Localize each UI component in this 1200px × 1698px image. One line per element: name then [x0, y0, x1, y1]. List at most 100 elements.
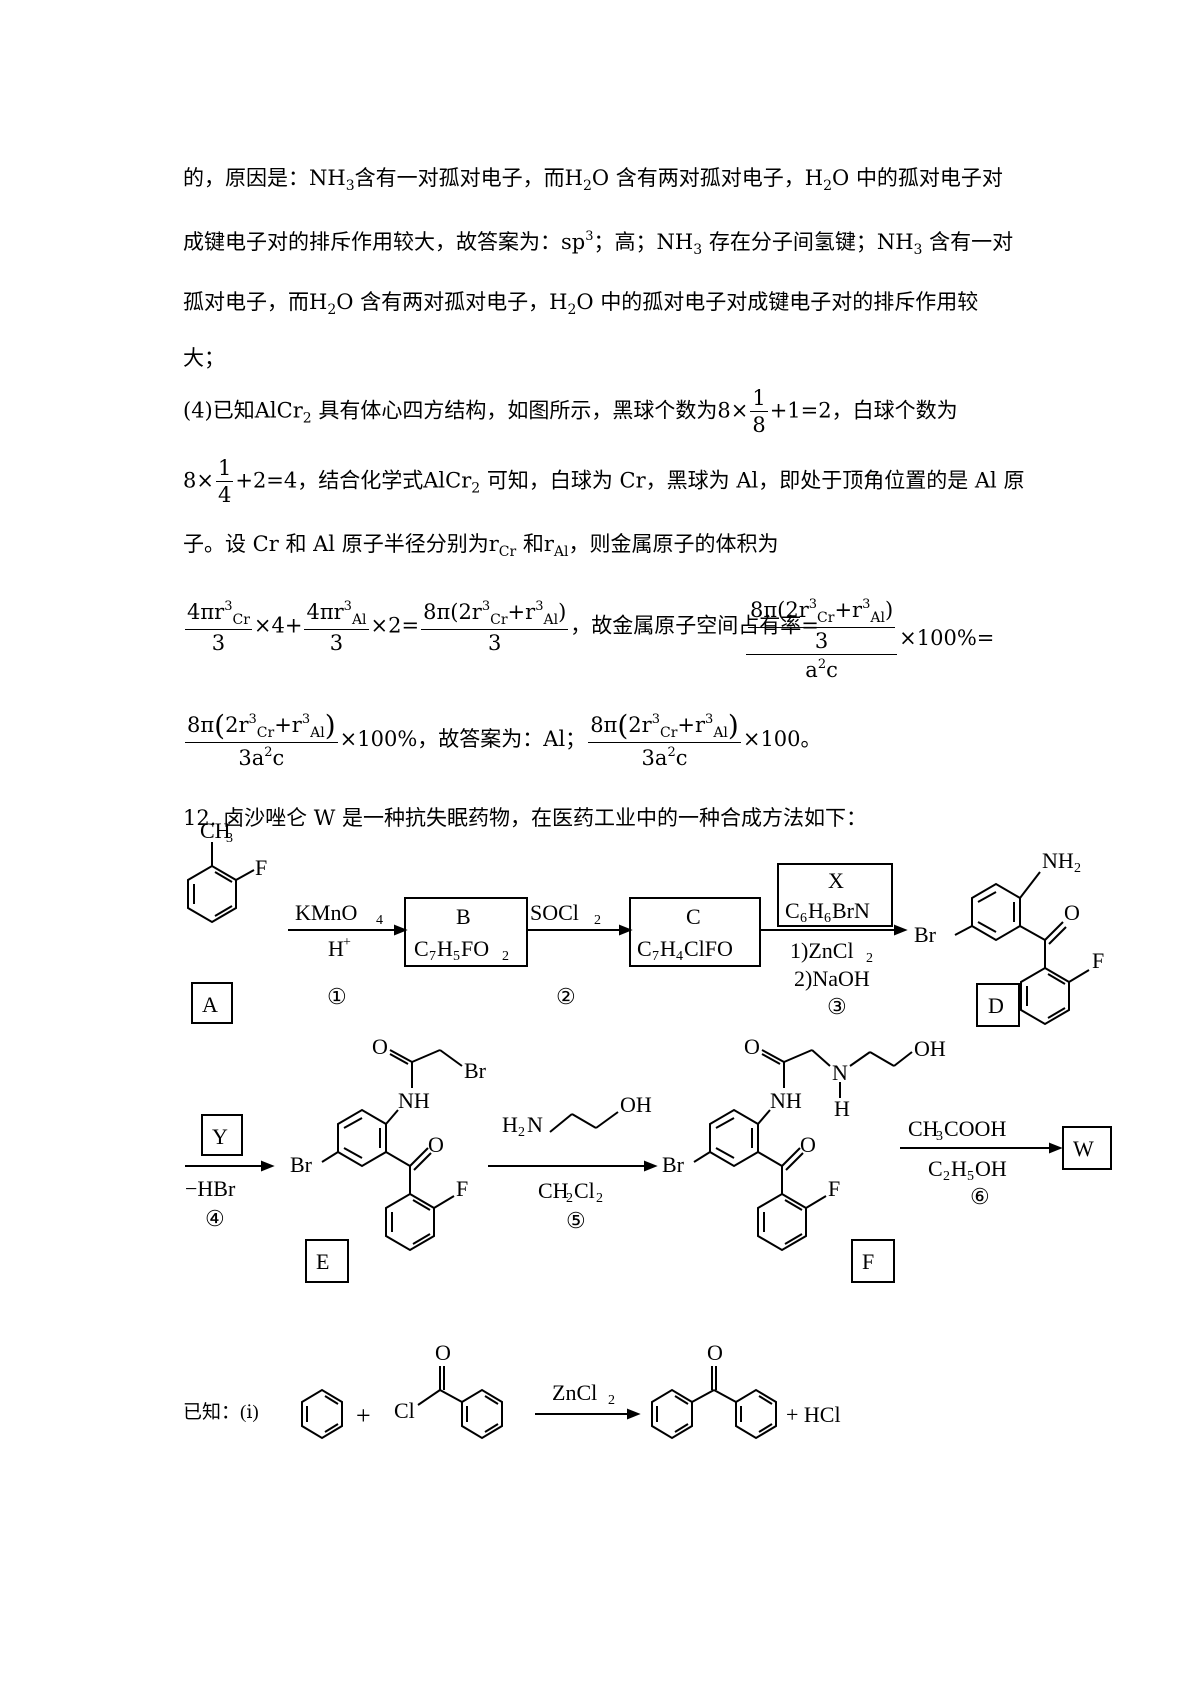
formula-answer: 8π(2r3Cr+r3Al)3a2c×100%，故答案为：Al；8π(2r3Cr… — [185, 709, 822, 770]
compound-d-structure — [954, 871, 1090, 1026]
svg-text:H: H — [502, 1112, 518, 1137]
svg-text:CH: CH — [200, 818, 231, 843]
svg-text:O: O — [372, 1034, 388, 1059]
svg-text:2: 2 — [566, 1191, 573, 1206]
question-12: 12. 卤沙唑仑 W 是一种抗失眠药物，在医药工业中的一种合成方法如下： — [183, 806, 868, 830]
svg-text:NH: NH — [398, 1088, 430, 1113]
svg-text:−HBr: −HBr — [185, 1176, 236, 1201]
svg-text:O: O — [428, 1132, 444, 1157]
box-c — [629, 897, 761, 967]
svg-text:F: F — [1092, 948, 1104, 973]
svg-text:O: O — [800, 1132, 816, 1157]
svg-text:F: F — [255, 855, 267, 880]
svg-text:2: 2 — [518, 1125, 525, 1140]
svg-text:3: 3 — [226, 831, 233, 846]
svg-text:Cl: Cl — [574, 1178, 595, 1203]
svg-text:⑥: ⑥ — [970, 1184, 990, 1209]
svg-text:1)ZnCl: 1)ZnCl — [790, 938, 854, 963]
svg-text:C: C — [414, 936, 429, 961]
svg-text:④: ④ — [205, 1206, 225, 1231]
svg-text:B: B — [456, 904, 471, 929]
svg-text:3: 3 — [936, 1129, 943, 1144]
svg-text:CH: CH — [908, 1116, 939, 1141]
svg-text:SOCl: SOCl — [530, 900, 579, 925]
text-line-4: 大； — [183, 346, 225, 370]
compound-f-structure — [693, 1049, 913, 1252]
svg-text:2: 2 — [866, 951, 873, 966]
svg-text:Cl: Cl — [394, 1398, 415, 1423]
text-line-7: 子。设 Cr 和 Al 原子半径分别为rCr 和rAl，则金属原子的体积为 — [183, 532, 779, 560]
svg-text:①: ① — [327, 984, 347, 1009]
svg-text:F: F — [828, 1176, 840, 1201]
svg-text:2: 2 — [1074, 861, 1081, 876]
svg-text:已知：(ⅰ): 已知：(ⅰ) — [183, 1401, 259, 1423]
compound-a-structure — [187, 842, 255, 924]
svg-text:2: 2 — [594, 913, 601, 928]
svg-text:+ HCl: + HCl — [786, 1402, 841, 1427]
svg-text:Br: Br — [290, 1152, 313, 1177]
svg-text:Y: Y — [212, 1124, 228, 1149]
known-benzoyl-chloride — [417, 1366, 503, 1440]
svg-text:H: H — [808, 898, 824, 923]
box-w — [1062, 1126, 1112, 1170]
svg-text:⑤: ⑤ — [566, 1208, 586, 1233]
svg-text:N: N — [527, 1112, 543, 1137]
svg-text:2: 2 — [943, 1169, 950, 1184]
box-b — [404, 897, 528, 967]
svg-text:OH: OH — [975, 1156, 1007, 1181]
label-box-e — [305, 1239, 349, 1283]
text-line-1: 的，原因是：NH3含有一对孤对电子，而H2O 含有两对孤对电子，H2O 中的孤对… — [183, 166, 1003, 194]
svg-text:6: 6 — [824, 911, 831, 926]
svg-text:4: 4 — [376, 913, 383, 928]
svg-text:NH: NH — [1042, 848, 1074, 873]
svg-text:C: C — [637, 936, 652, 961]
svg-text:H: H — [834, 1096, 850, 1121]
svg-text:CH: CH — [538, 1178, 569, 1203]
svg-text:ClFO: ClFO — [684, 936, 733, 961]
svg-text:X: X — [828, 868, 844, 893]
label-box-a — [191, 982, 233, 1024]
svg-text:2: 2 — [608, 1393, 615, 1408]
svg-text:O: O — [707, 1340, 723, 1365]
label-w: W — [1073, 1136, 1094, 1161]
svg-text:5: 5 — [967, 1169, 974, 1184]
svg-text:KMnO: KMnO — [295, 900, 357, 925]
svg-text:H: H — [328, 936, 344, 961]
text-line-2: 成键电子对的排斥作用较大，故答案为：sp3；高；NH3 存在分子间氢键；NH3 … — [183, 229, 1014, 258]
svg-text:Br: Br — [662, 1152, 685, 1177]
svg-text:+: + — [356, 1401, 371, 1430]
svg-text:O: O — [744, 1034, 760, 1059]
text-line-3: 孤对电子，而H2O 含有两对孤对电子，H2O 中的孤对电子对成键电子对的排斥作用… — [183, 290, 979, 318]
svg-text:4: 4 — [676, 949, 683, 964]
svg-text:COOH: COOH — [944, 1116, 1006, 1141]
box-x — [777, 863, 893, 927]
label-f: F — [862, 1249, 874, 1274]
svg-text:7: 7 — [652, 949, 659, 964]
svg-text:F: F — [456, 1176, 468, 1201]
svg-text:Br: Br — [914, 922, 937, 947]
svg-text:H: H — [437, 936, 453, 961]
svg-text:C: C — [785, 898, 800, 923]
svg-text:6: 6 — [800, 911, 807, 926]
svg-text:OH: OH — [620, 1092, 652, 1117]
svg-text:2: 2 — [596, 1191, 603, 1206]
svg-text:2: 2 — [502, 949, 509, 964]
svg-text:BrN: BrN — [832, 898, 870, 923]
svg-text:O: O — [1064, 900, 1080, 925]
svg-text:Br: Br — [464, 1058, 487, 1083]
label-d: D — [988, 993, 1004, 1018]
svg-text:C: C — [686, 904, 701, 929]
svg-text:7: 7 — [429, 949, 436, 964]
svg-text:ZnCl: ZnCl — [552, 1380, 597, 1405]
known-benzene — [301, 1388, 343, 1440]
svg-text:NH: NH — [770, 1088, 802, 1113]
compound-e-structure — [321, 1049, 463, 1252]
known-benzophenone — [651, 1366, 777, 1440]
svg-text:FO: FO — [461, 936, 489, 961]
